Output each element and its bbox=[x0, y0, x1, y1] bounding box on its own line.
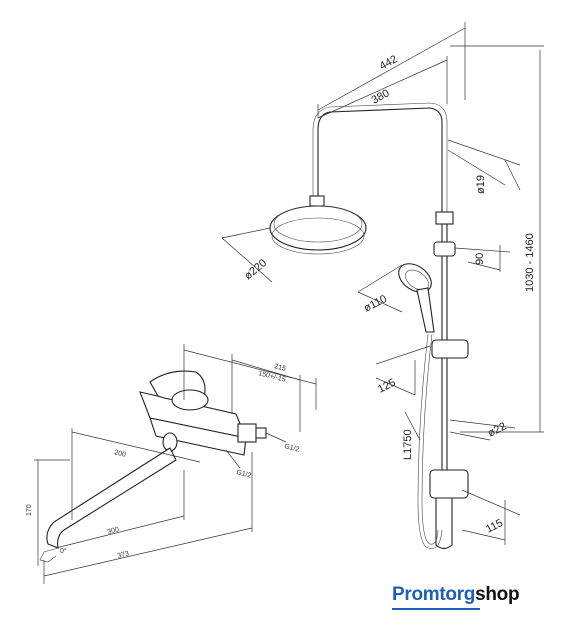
rail-slider bbox=[431, 339, 469, 359]
shower-arm bbox=[317, 107, 443, 212]
dim-label-pipe-19: ø19 bbox=[475, 175, 487, 194]
shower-hose-outline bbox=[421, 333, 439, 545]
mixer-body-front bbox=[149, 417, 247, 456]
dim-label-380: 380 bbox=[370, 87, 392, 106]
dim-label-spout-373: 373 bbox=[117, 550, 130, 560]
dim-label-head-220: ø220 bbox=[242, 257, 269, 282]
dim-label-bracket-115: 115 bbox=[484, 517, 505, 536]
dim-label-spout-200: 200 bbox=[114, 449, 127, 459]
dim-label-442: 442 bbox=[378, 53, 400, 72]
rain-shower-head-top bbox=[273, 205, 363, 243]
dim-label-spout-300: 300 bbox=[107, 526, 120, 536]
dim-line-head-220 bbox=[221, 237, 273, 283]
rain-shower-head-bottom bbox=[271, 217, 365, 255]
dim-label-rail-22: ø22 bbox=[486, 420, 508, 439]
dim-line-442 bbox=[317, 27, 466, 111]
dim-label-mixer-150: 150+/-15 bbox=[258, 370, 287, 384]
dim-line-380 bbox=[317, 59, 448, 119]
rail-holder bbox=[433, 241, 456, 257]
shower-arm-outline bbox=[312, 102, 448, 212]
dim-label-thread-half: G1/2 bbox=[284, 443, 301, 453]
head-connector bbox=[309, 195, 325, 207]
mixer-cartridge bbox=[171, 389, 209, 411]
hand-shower-face bbox=[405, 269, 429, 291]
dim-label-holder-90: 90 bbox=[474, 253, 486, 265]
mixer-thread bbox=[255, 427, 267, 439]
dim-label-angle: 0° bbox=[60, 547, 67, 555]
mixer-eccentric bbox=[237, 423, 257, 443]
brand-logo: Promtorgshop bbox=[392, 584, 520, 606]
brand-underline bbox=[392, 608, 480, 610]
rail-collar-top bbox=[435, 211, 454, 225]
rail-wall-bracket bbox=[429, 469, 469, 499]
brand-logo-part1: Promtorg bbox=[392, 584, 476, 605]
dim-label-height-range: 1030 - 1460 bbox=[524, 233, 536, 292]
dim-label-hand-110: ø110 bbox=[362, 293, 389, 315]
bath-mixer bbox=[39, 370, 267, 563]
dim-label-mixer-170: 170 bbox=[26, 504, 33, 516]
dim-label-hose-1750: L1750 bbox=[402, 429, 414, 460]
hand-shower-head bbox=[398, 263, 432, 293]
shower-system bbox=[269, 102, 469, 550]
dim-label-thread-half-2: G1/2 bbox=[236, 469, 253, 479]
shower-dimensions: 442 380 ø19 ø220 90 1030 - 1460 ø110 125 bbox=[221, 22, 544, 545]
rail-bottom bbox=[435, 497, 453, 550]
spout-aerator bbox=[39, 547, 59, 563]
shower-hose bbox=[417, 333, 443, 549]
dim-label-mixer-215: 215 bbox=[274, 363, 287, 373]
hand-shower-handle bbox=[416, 287, 435, 333]
brand-logo-part2: shop bbox=[475, 584, 520, 605]
